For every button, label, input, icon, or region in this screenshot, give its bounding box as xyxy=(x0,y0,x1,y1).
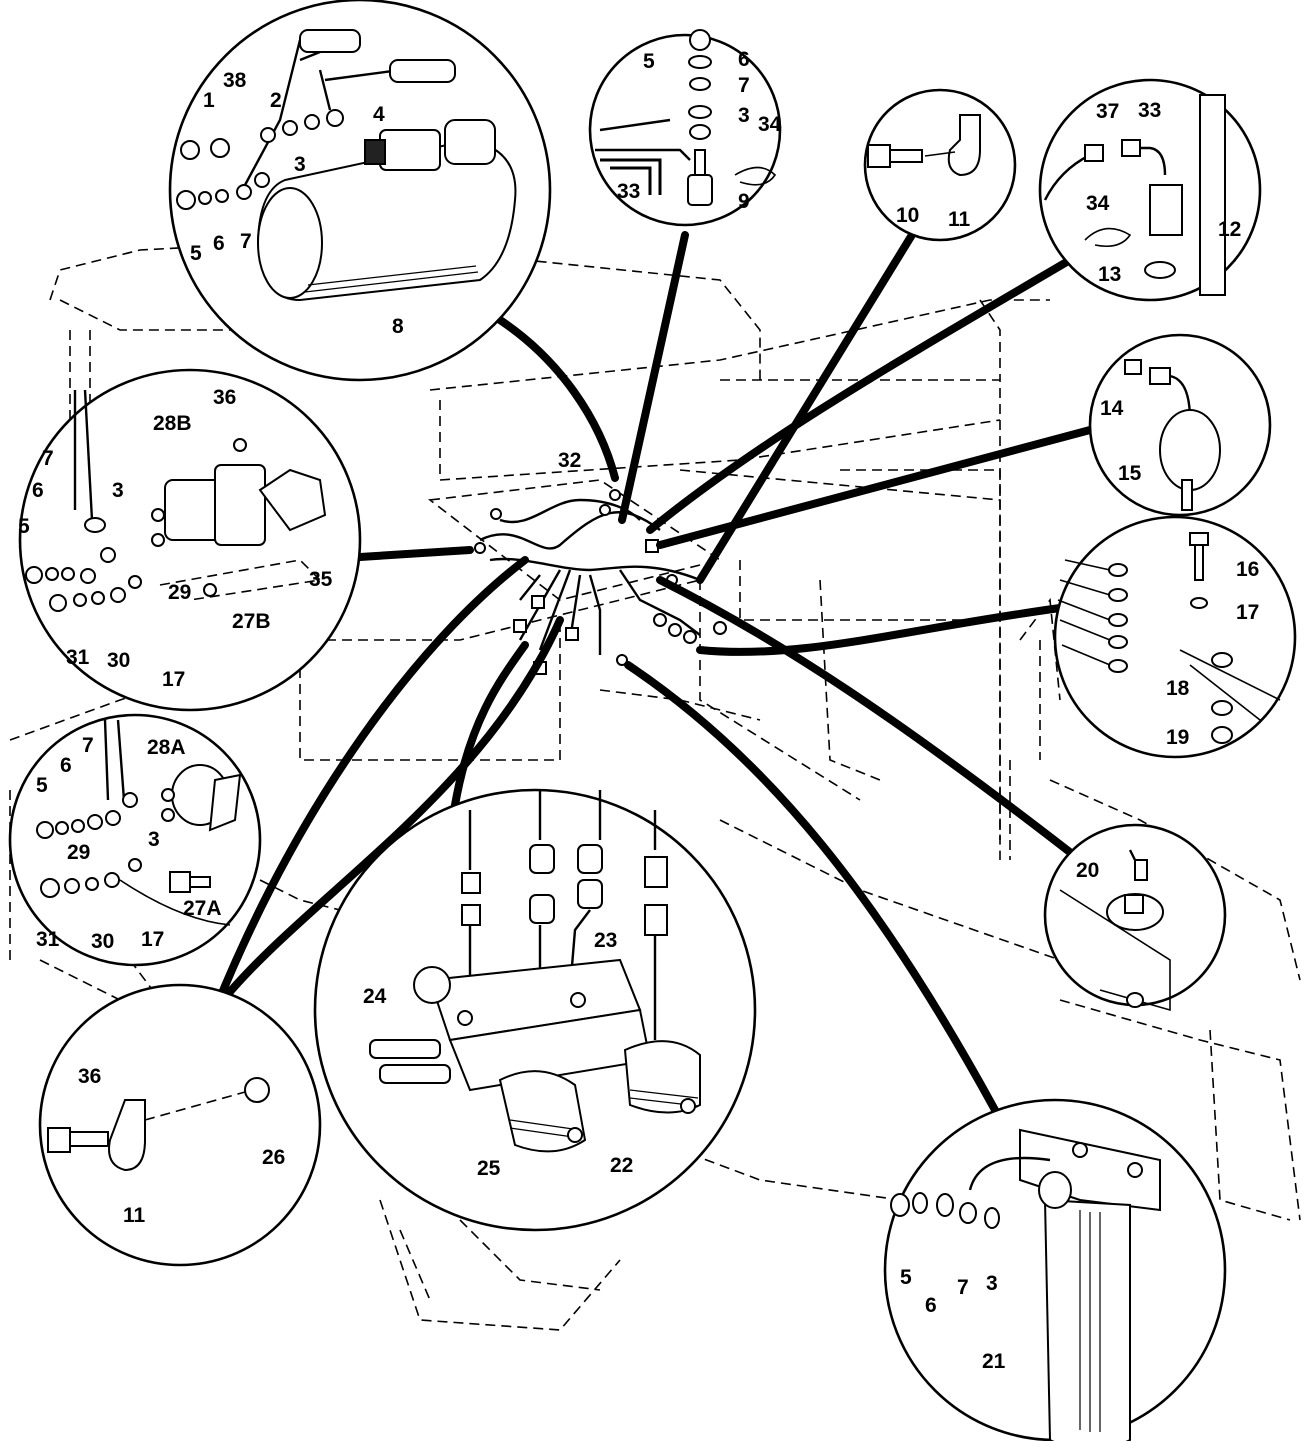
callout-label: 5 xyxy=(900,1266,912,1289)
callout-label: 16 xyxy=(1236,558,1259,581)
callout-label: 6 xyxy=(925,1294,937,1317)
callout-label: 12 xyxy=(1218,218,1241,241)
callout-label: 5 xyxy=(643,50,655,73)
callout-label: 17 xyxy=(141,928,164,951)
callout-label: 11 xyxy=(123,1204,146,1227)
callout-label: 38 xyxy=(223,69,247,92)
callout-label: 17 xyxy=(162,668,185,691)
callout-labels: 1 38 2 4 3 5 6 7 8 5 6 7 3 34 33 9 10 11… xyxy=(18,48,1259,1373)
bubble-float-sender xyxy=(1088,333,1272,517)
bubble-hydraulic-valve xyxy=(313,788,757,1232)
callout-label: 36 xyxy=(213,386,236,409)
callout-label: 2 xyxy=(270,89,282,112)
callout-label: 28B xyxy=(153,412,192,435)
bubble-starter-motor xyxy=(168,0,552,382)
callout-label: 15 xyxy=(1118,462,1142,485)
callout-label: 18 xyxy=(1166,677,1190,700)
callout-label: 11 xyxy=(948,208,971,231)
callout-label: 7 xyxy=(957,1276,969,1299)
callout-label: 33 xyxy=(1138,99,1161,122)
callout-label: 7 xyxy=(738,74,750,97)
callout-label: 5 xyxy=(18,515,30,538)
bubble-sender-unit xyxy=(588,29,782,227)
callout-label: 6 xyxy=(32,479,44,502)
callout-label: 27B xyxy=(232,610,271,633)
leader-lines xyxy=(211,226,1094,1114)
callout-label: 7 xyxy=(82,734,94,757)
callout-label: 36 xyxy=(78,1065,101,1088)
callout-label: 21 xyxy=(982,1350,1006,1373)
callout-label: 9 xyxy=(738,190,750,213)
callout-label: 5 xyxy=(190,242,202,265)
callout-label: 25 xyxy=(477,1157,501,1180)
callout-label: 35 xyxy=(309,568,333,591)
callout-label: 33 xyxy=(617,180,640,203)
callout-label: 5 xyxy=(36,774,48,797)
callout-label: 3 xyxy=(738,104,750,127)
callout-label: 19 xyxy=(1166,726,1189,749)
bubble-switch-20 xyxy=(1043,823,1227,1012)
callout-label: 3 xyxy=(294,153,306,176)
callout-label: 7 xyxy=(42,447,54,470)
callout-label: 34 xyxy=(758,113,782,136)
callout-label: 6 xyxy=(738,48,750,71)
callout-label: 3 xyxy=(148,828,160,851)
callout-label: 24 xyxy=(363,985,387,1008)
starter-motor xyxy=(256,119,517,302)
callout-label: 30 xyxy=(91,930,114,953)
bubble-pressure-switch xyxy=(1038,78,1262,302)
callout-label: 20 xyxy=(1076,859,1099,882)
callout-label: 1 xyxy=(203,89,215,112)
callout-label: 31 xyxy=(36,928,60,951)
callout-label: 30 xyxy=(107,649,130,672)
callout-label: 8 xyxy=(392,315,404,338)
callout-label: 26 xyxy=(262,1146,285,1169)
callout-label: 13 xyxy=(1098,263,1121,286)
callout-label: 10 xyxy=(896,204,919,227)
callout-label: 6 xyxy=(213,232,225,255)
callout-label: 37 xyxy=(1096,100,1119,123)
bubble-filter-assembly xyxy=(883,1098,1227,1441)
callout-label: 4 xyxy=(373,103,385,126)
callout-label: 27A xyxy=(183,897,222,920)
callout-label: 23 xyxy=(594,929,617,952)
callout-label: 31 xyxy=(66,646,90,669)
callout-label: 7 xyxy=(240,230,252,253)
callout-label: 14 xyxy=(1100,397,1124,420)
bubble-clamp-bolt xyxy=(863,88,1017,242)
bubble-terminal-block xyxy=(1053,515,1297,759)
callout-label: 29 xyxy=(168,581,191,604)
callout-label: 29 xyxy=(67,841,90,864)
bubble-solenoid-28b xyxy=(18,368,362,712)
callout-label: 6 xyxy=(60,754,72,777)
bubble-solenoid-28a xyxy=(8,713,262,967)
bubble-clamp-nut xyxy=(38,983,322,1267)
callout-label: 22 xyxy=(610,1154,633,1177)
callout-label: 3 xyxy=(112,479,124,502)
callout-label: 34 xyxy=(1086,192,1110,215)
callout-label: 32 xyxy=(558,449,581,472)
callout-label: 3 xyxy=(986,1272,998,1295)
callout-label: 28A xyxy=(147,736,186,759)
callout-label: 17 xyxy=(1236,601,1259,624)
